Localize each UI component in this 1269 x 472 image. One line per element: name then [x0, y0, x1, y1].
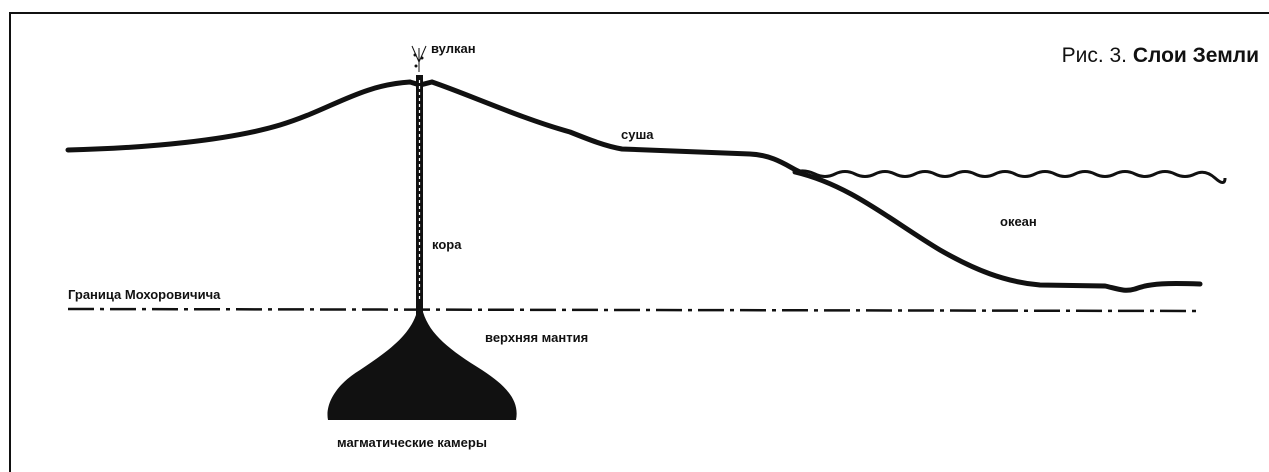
ocean-surface-line: [794, 169, 1227, 184]
label-volcano: вулкан: [431, 41, 476, 56]
label-upper-mantle: верхняя мантия: [485, 330, 589, 345]
label-magma-chambers: магматические камеры: [337, 435, 487, 450]
figure-title-prefix: Рис. 3.: [1061, 44, 1127, 67]
land-surface-line: [65, 79, 803, 175]
label-ocean: океан: [1000, 214, 1037, 229]
label-moho-boundary: Граница Мохоровичича: [68, 287, 221, 302]
earth-layers-diagram: [65, 45, 1227, 420]
label-land: суша: [621, 127, 654, 142]
figure-title: Рис. 3. Слои Земли: [1062, 44, 1259, 68]
moho-boundary-line: [67, 307, 1201, 313]
eruption-plume-icon: [411, 45, 427, 72]
label-crust: кора: [432, 237, 462, 252]
figure-title-main: Слои Земли: [1132, 44, 1259, 67]
figure-frame: [9, 12, 1269, 472]
magma-chamber: [327, 312, 517, 420]
ocean-floor-line: [792, 169, 1203, 293]
